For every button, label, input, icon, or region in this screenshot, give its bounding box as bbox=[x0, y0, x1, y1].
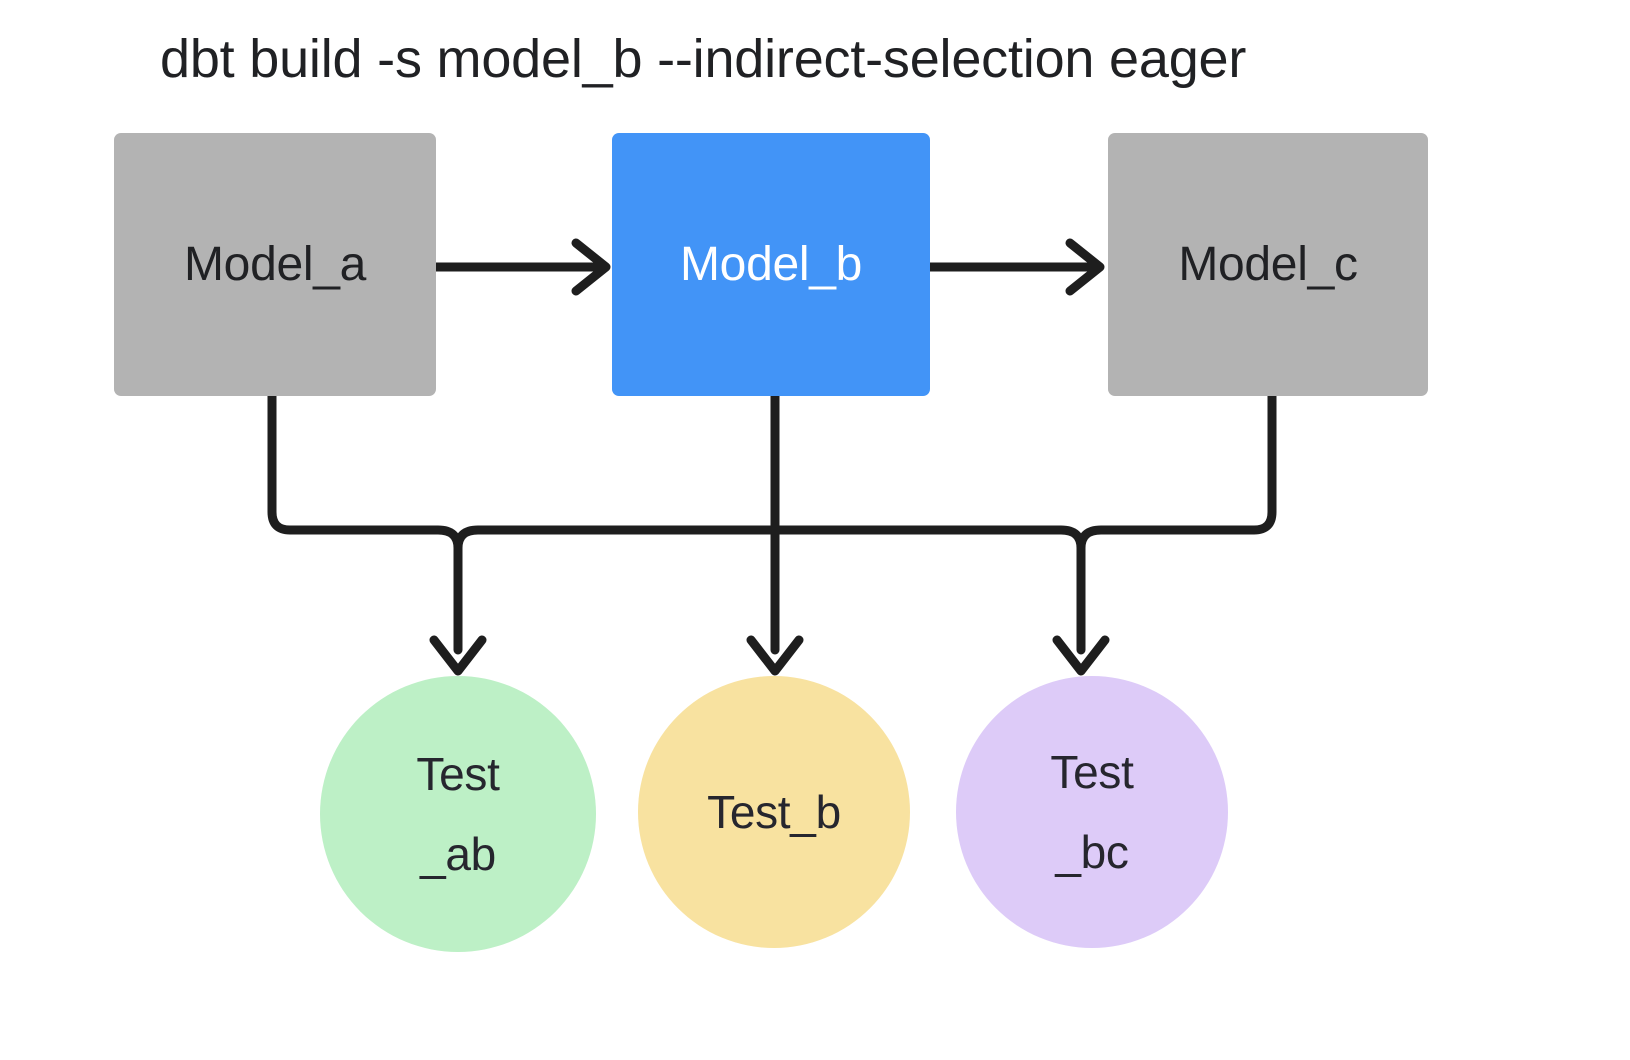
node-test-ab-label: Test _ab bbox=[416, 748, 500, 880]
node-test-bc[interactable]: Test _bc bbox=[956, 676, 1228, 948]
node-model-c[interactable]: Model_c bbox=[1108, 133, 1428, 396]
edge-model-a-to-test-ab bbox=[267, 391, 463, 655]
node-test-b[interactable]: Test_b bbox=[638, 676, 910, 948]
arrowhead-to-test-bc bbox=[1052, 635, 1110, 676]
node-test-bc-label: Test _bc bbox=[1050, 746, 1134, 878]
arrowhead-to-test-b bbox=[746, 635, 804, 676]
arrowhead-to-test-ab bbox=[429, 635, 487, 676]
edge-model-b-to-test-ab bbox=[453, 525, 780, 553]
node-model-a-label: Model_a bbox=[183, 237, 367, 291]
diagram-title: dbt build -s model_b --indirect-selectio… bbox=[160, 29, 1247, 89]
arrowhead-model-b-to-model-c bbox=[1065, 238, 1105, 296]
edge-model-b-to-test-bc bbox=[770, 525, 1086, 553]
node-model-c-label: Model_c bbox=[1178, 237, 1358, 291]
arrowhead-model-a-to-model-b bbox=[571, 238, 611, 296]
node-model-a[interactable]: Model_a bbox=[114, 133, 436, 396]
node-test-ab[interactable]: Test _ab bbox=[320, 676, 596, 952]
node-test-b-label: Test_b bbox=[707, 786, 841, 838]
node-model-b[interactable]: Model_b bbox=[612, 133, 930, 396]
edge-model-c-to-test-bc bbox=[1076, 391, 1277, 655]
node-model-b-label: Model_b bbox=[679, 237, 863, 291]
